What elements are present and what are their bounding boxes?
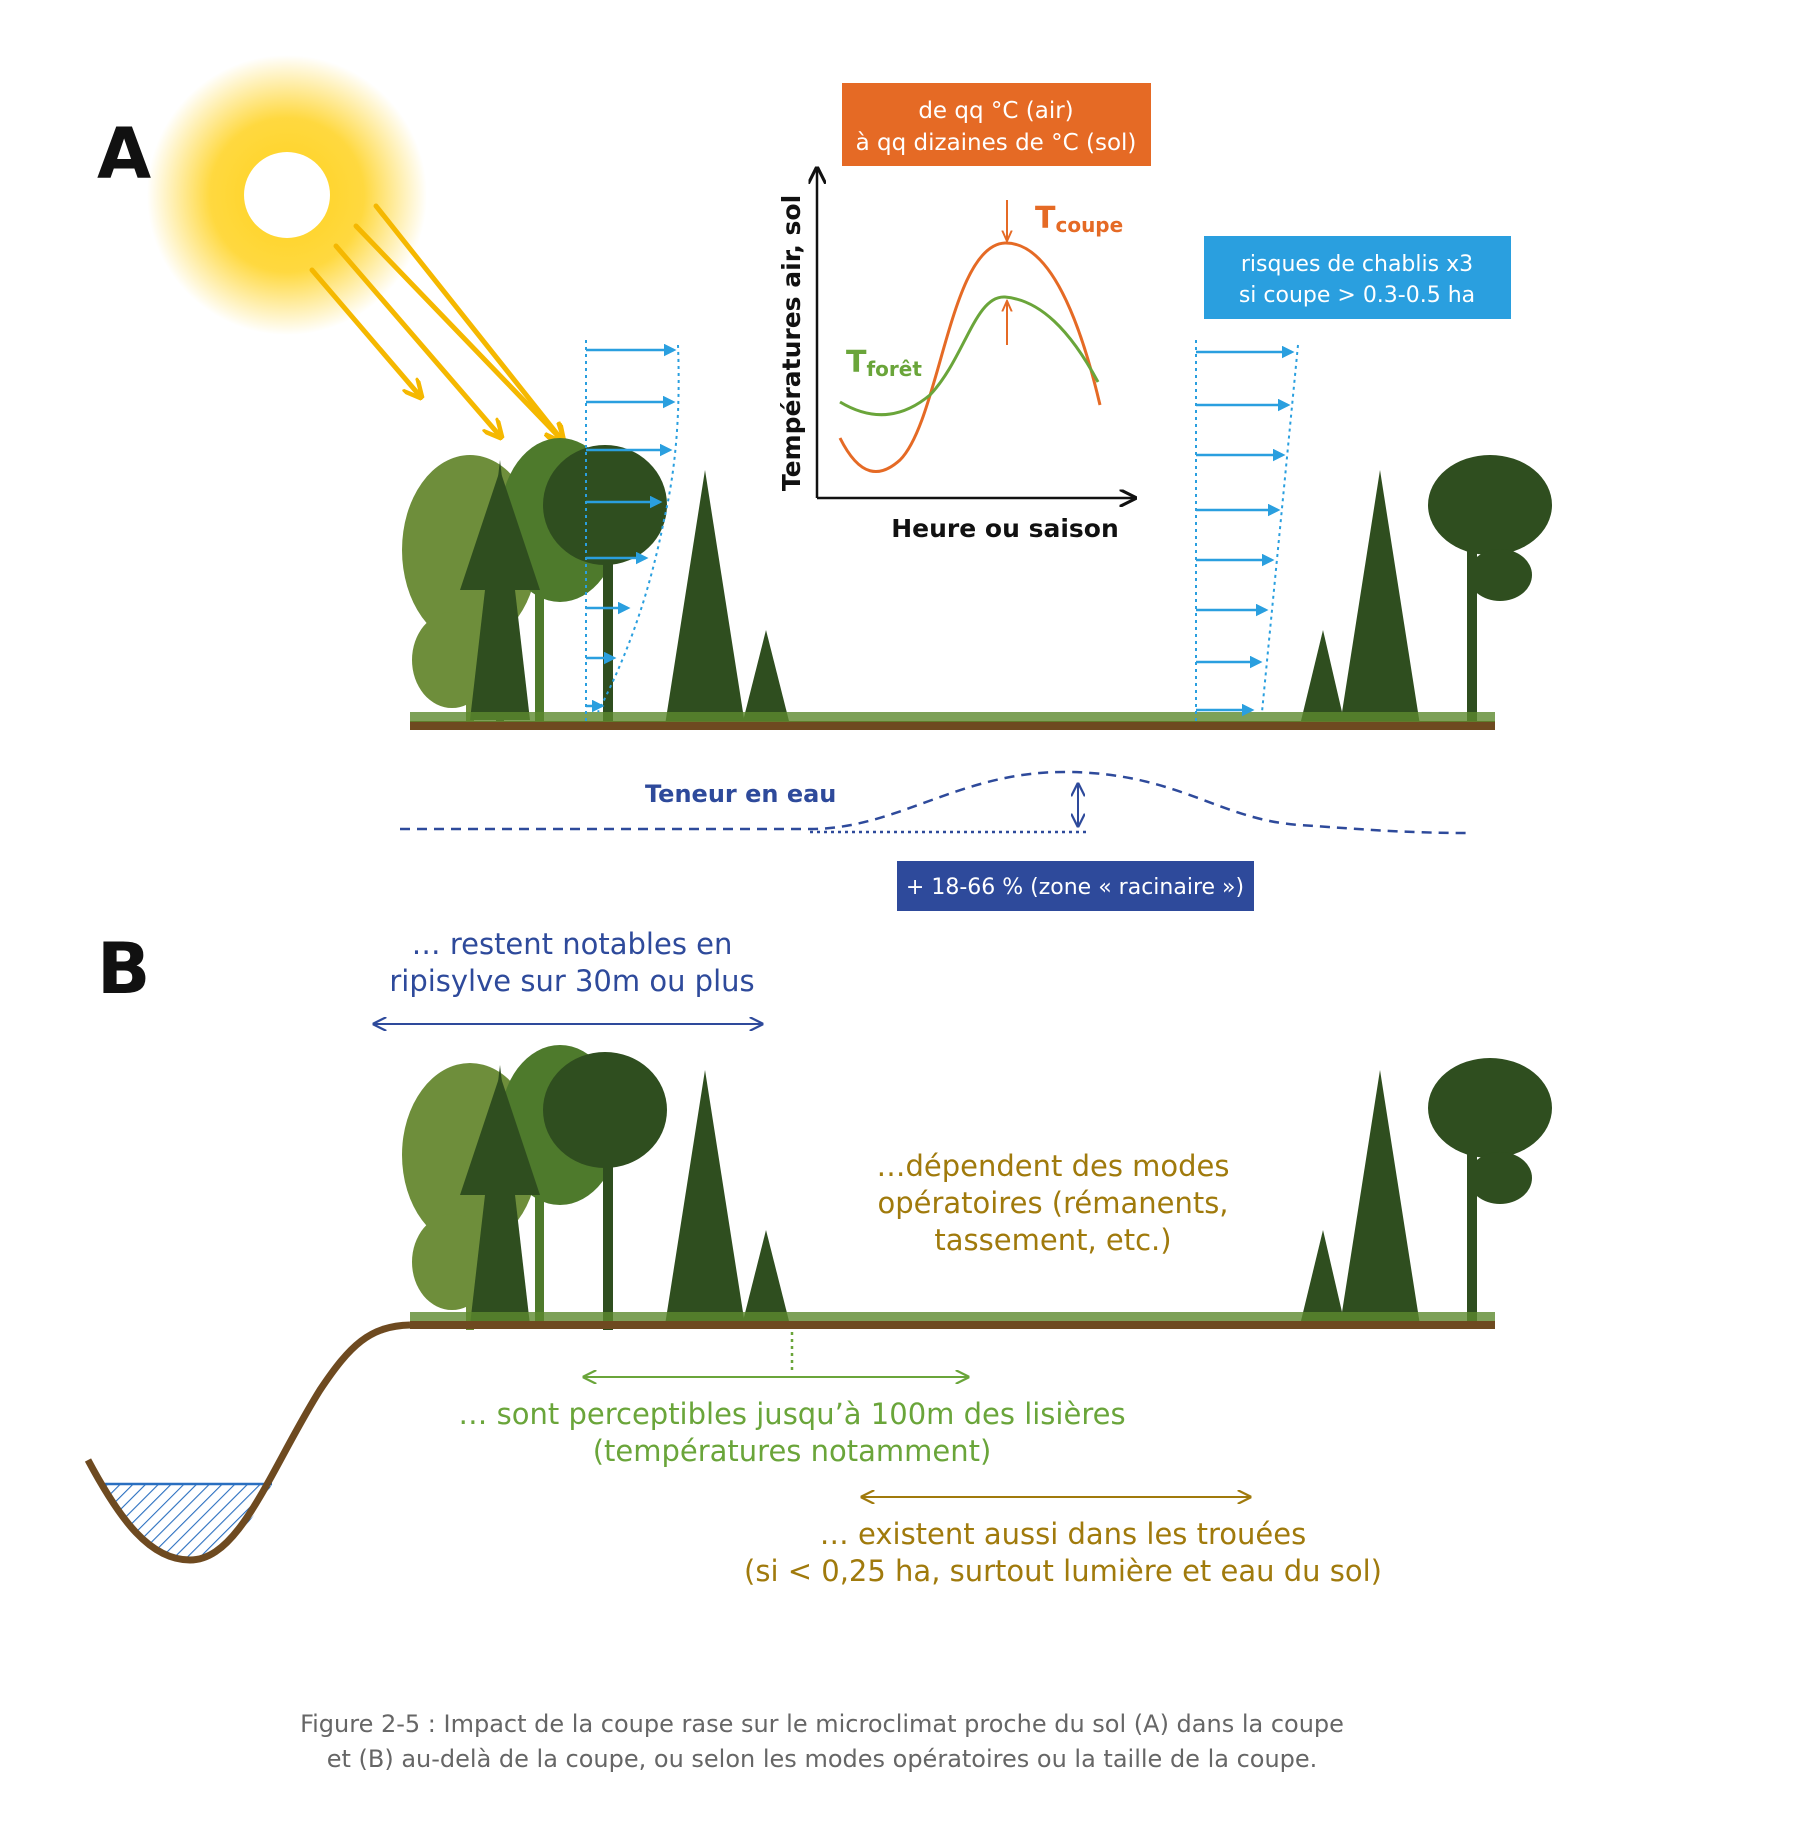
water-content-label: Teneur en eau (645, 780, 836, 808)
ground-line-b (410, 1321, 1495, 1329)
wind-risk-line2: si coupe > 0.3-0.5 ha (1239, 283, 1475, 308)
wind-risk-line1: risques de chablis x3 (1241, 252, 1473, 277)
tcoupe-label-main: T (1035, 201, 1056, 236)
modes-line3: tassement, etc.) (934, 1223, 1171, 1257)
water-gain-box (897, 861, 1254, 911)
modes-line1: …dépendent des modes (876, 1149, 1229, 1183)
tforet-curve (839, 295, 1100, 417)
water-content-curve (400, 770, 1471, 835)
tree-icon (412, 1214, 492, 1310)
grass-strip-b (410, 1312, 1495, 1322)
sun-icon (147, 55, 427, 335)
sun-ray (309, 267, 420, 396)
tree-icon (1428, 1058, 1552, 1158)
temperature-chart (817, 168, 1135, 498)
grass-strip-a (410, 712, 1495, 722)
caption-line1: Figure 2-5 : Impact de la coupe rase sur… (300, 1710, 1344, 1738)
forest-left-a (402, 438, 790, 730)
temp-range-line2: à qq dizaines de °C (sol) (856, 130, 1137, 156)
forest-left-b (402, 1045, 790, 1330)
tforet-label-main: T (846, 345, 867, 380)
water-gain-text: + 18-66 % (zone « racinaire ») (906, 875, 1244, 900)
tree-icon (1428, 455, 1552, 555)
tforet-label: Tforêt (846, 345, 922, 381)
sun-rays (309, 203, 562, 440)
chart-x-axis-label: Heure ou saison (891, 514, 1119, 543)
tforet-label-sub: forêt (866, 357, 922, 381)
wind-profile-right (1195, 340, 1299, 722)
caption-line2: et (B) au-delà de la coupe, ou selon les… (327, 1745, 1318, 1773)
conifer-icon (1300, 630, 1345, 725)
conifer-icon (742, 1230, 790, 1325)
panel-a-label: A (97, 113, 151, 195)
wind-risk-box (1204, 236, 1511, 319)
conifer-icon (665, 470, 745, 725)
trouees-line1: … existent aussi dans les trouées (820, 1517, 1306, 1551)
tcoupe-label-sub: coupe (1055, 213, 1123, 237)
sun-ray (353, 223, 562, 440)
perceptibles-line2: (températures notamment) (593, 1434, 992, 1468)
forest-right-a (1300, 455, 1552, 725)
ripisylve-line1: … restent notables en (412, 927, 733, 961)
ground-line-a (410, 721, 1495, 730)
perceptibles-line1: … sont perceptibles jusqu’à 100m des lis… (458, 1397, 1125, 1431)
tree-icon (412, 612, 492, 708)
riverbank-profile (84, 1321, 411, 1564)
forest-right-b (1300, 1058, 1552, 1325)
conifer-icon (1300, 1230, 1345, 1325)
chart-y-axis-label: Températures air, sol (777, 195, 806, 491)
trouees-line2: (si < 0,25 ha, surtout lumière et eau du… (744, 1554, 1382, 1588)
tcoupe-curve (838, 241, 1102, 474)
conifer-icon (1340, 470, 1420, 725)
tree-icon (543, 1052, 667, 1168)
conifer-icon (1340, 1070, 1420, 1325)
conifer-icon (665, 1070, 745, 1325)
tcoupe-label: Tcoupe (1035, 201, 1123, 237)
conifer-icon (742, 630, 790, 725)
temp-range-box (842, 83, 1151, 166)
ripisylve-line2: ripisylve sur 30m ou plus (389, 964, 754, 998)
sun-ray (373, 203, 562, 440)
modes-line2: opératoires (rémanents, (877, 1186, 1228, 1220)
temp-range-line1: de qq °C (air) (918, 98, 1073, 124)
sun-ray (333, 243, 500, 436)
tree-icon (543, 445, 667, 565)
wind-profile-left (585, 340, 680, 722)
panel-b-label: B (97, 928, 150, 1010)
